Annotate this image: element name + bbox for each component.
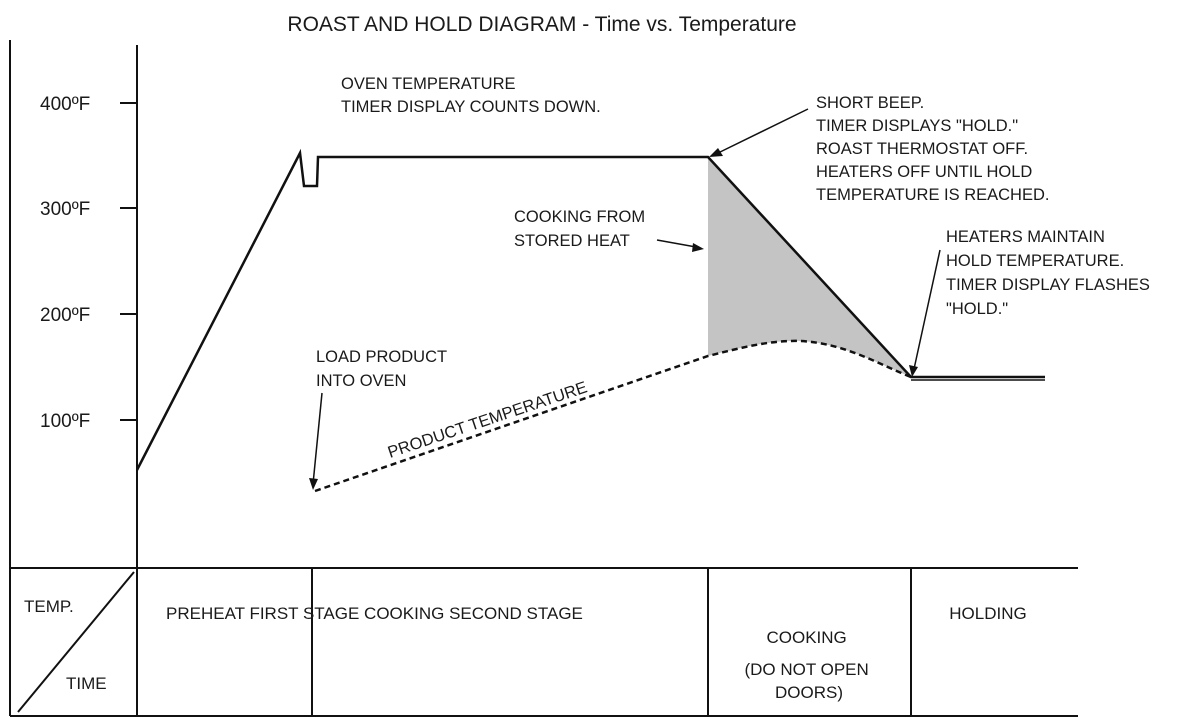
product-temperature-line xyxy=(314,339,912,493)
arrow-load-product xyxy=(312,392,323,485)
annotation-product-temperature: PRODUCT TEMPERATURE xyxy=(386,378,590,461)
table-corner-temp: TEMP. xyxy=(24,597,74,616)
diagram-title: ROAST AND HOLD DIAGRAM - Time vs. Temper… xyxy=(287,13,796,36)
tick-label-300: 300ºF xyxy=(40,199,90,220)
arrow-stored-heat xyxy=(656,239,697,248)
arrowhead-short-beep xyxy=(709,148,723,157)
arrowhead-heaters-maintain xyxy=(909,365,918,377)
tick-label-400: 400ºF xyxy=(40,94,90,115)
table-cooking-cell: COOKING (DO NOT OPEN DOORS) xyxy=(744,628,873,702)
tick-label-100: 100ºF xyxy=(40,411,90,432)
annotation-heaters-maintain: HEATERS MAINTAIN HOLD TEMPERATURE. TIMER… xyxy=(946,228,1154,318)
annotation-short-beep: SHORT BEEP. TIMER DISPLAYS "HOLD." ROAST… xyxy=(816,94,1049,204)
arrow-heaters-maintain xyxy=(913,249,941,370)
arrowhead-stored-heat xyxy=(692,243,704,252)
corner-diagonal xyxy=(17,571,135,713)
table-holding-cell: HOLDING xyxy=(949,604,1026,623)
arrowhead-load-product xyxy=(309,478,318,490)
annotation-load-product: LOAD PRODUCT INTO OVEN xyxy=(316,348,451,390)
annotation-oven-temperature: OVEN TEMPERATURE TIMER DISPLAY COUNTS DO… xyxy=(341,75,601,116)
arrow-short-beep xyxy=(715,108,809,155)
table-stages-label: PREHEAT FIRST STAGE COOKING SECOND STAGE xyxy=(166,604,583,623)
tick-label-200: 200ºF xyxy=(40,305,90,326)
oven-temperature-line xyxy=(135,148,1045,471)
annotation-stored-heat: COOKING FROM STORED HEAT xyxy=(514,208,650,250)
table-corner-time: TIME xyxy=(66,674,107,693)
